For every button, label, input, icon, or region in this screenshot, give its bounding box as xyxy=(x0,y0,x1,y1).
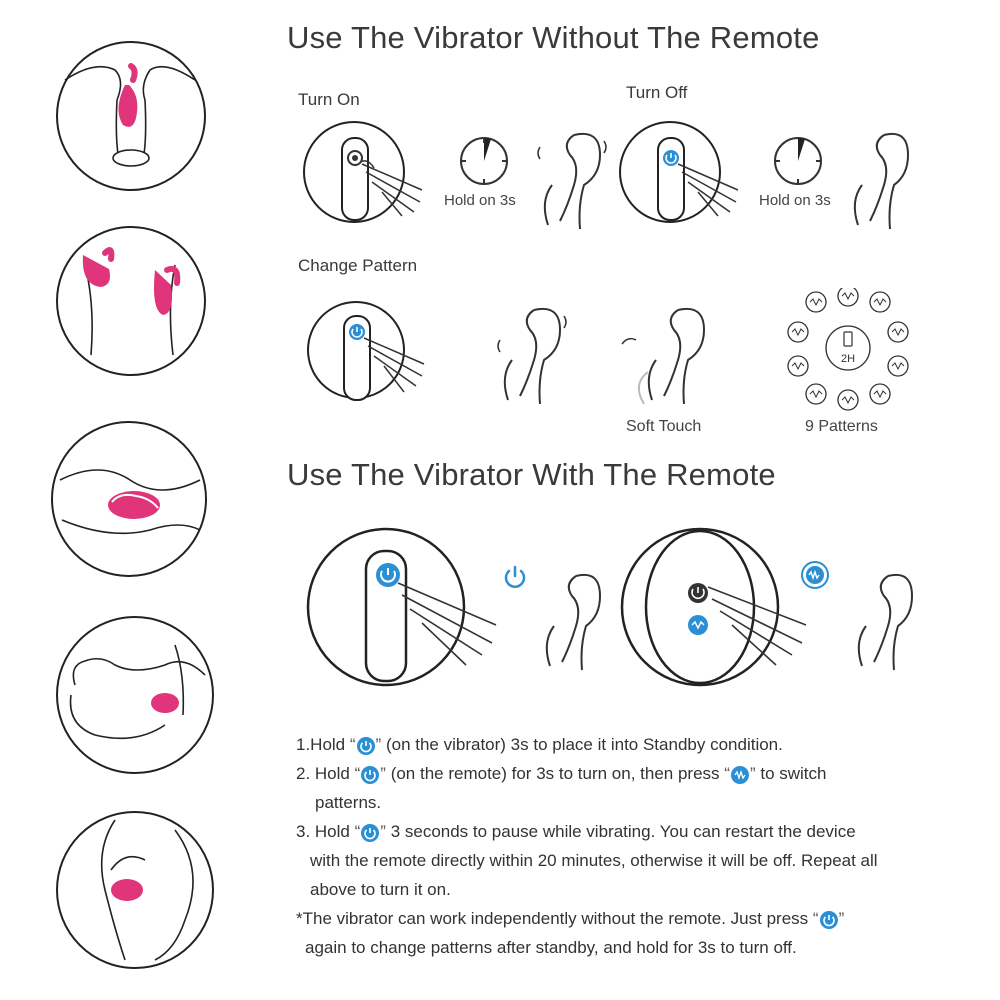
hold-on-label-2: Hold on 3s xyxy=(759,192,831,209)
instructions-block: 1.Hold “” (on the vibrator) 3s to place … xyxy=(296,730,878,962)
power-icon xyxy=(819,910,838,929)
turn-off-device-button-illustration xyxy=(618,120,758,235)
power-icon xyxy=(361,823,380,842)
instruction-note-text: *The vibrator can work independently wit… xyxy=(296,909,809,928)
instruction-line-3: 3. Hold “” 3 seconds to pause while vibr… xyxy=(296,822,856,842)
instruction-3-prefix: 3. Hold xyxy=(296,822,350,841)
instruction-2-prefix: 2. Hold xyxy=(296,764,350,783)
vibrator-device-icon xyxy=(494,300,574,415)
instruction-line-3-cont-2: above to turn it on. xyxy=(310,880,451,899)
usage-illustration-5 xyxy=(55,810,215,970)
wave-pattern-icon xyxy=(800,560,830,595)
instruction-note-cont: again to change patterns after standby, … xyxy=(305,938,797,957)
instruction-2-text-end: to switch xyxy=(760,764,827,783)
soft-touch-label: Soft Touch xyxy=(626,418,702,435)
usage-illustration-1 xyxy=(55,40,207,192)
vibrator-device-icon xyxy=(852,566,922,681)
instruction-line-3-cont-1: with the remote directly within 20 minut… xyxy=(310,851,878,870)
instruction-note: *The vibrator can work independently wit… xyxy=(296,909,845,929)
change-pattern-device-button-illustration xyxy=(306,300,446,415)
usage-illustration-3 xyxy=(50,420,208,578)
instruction-line-2: 2. Hold “” (on the remote) for 3s to tur… xyxy=(296,764,827,784)
power-icon xyxy=(361,765,380,784)
power-icon xyxy=(356,736,375,755)
usage-illustration-2 xyxy=(55,225,207,377)
section-title-with-remote: Use The Vibrator With The Remote xyxy=(287,457,776,492)
wave-pattern-icon xyxy=(730,765,749,784)
section-title-without-remote: Use The Vibrator Without The Remote xyxy=(287,20,820,55)
instruction-1-text: (on the vibrator) 3s to place it into St… xyxy=(385,735,783,754)
instruction-1-prefix: 1.Hold xyxy=(296,735,346,754)
power-icon xyxy=(500,562,530,597)
instruction-line-1: 1.Hold “” (on the vibrator) 3s to place … xyxy=(296,735,783,755)
instruction-2-text: (on the remote) for 3s to turn on, then … xyxy=(390,764,720,783)
vibrator-device-icon xyxy=(534,125,614,240)
timer-dial-icon xyxy=(772,135,824,192)
soft-touch-illustration xyxy=(618,300,718,417)
usage-illustration-4 xyxy=(55,615,215,775)
turn-off-label: Turn Off xyxy=(626,83,688,102)
instruction-line-2-cont: patterns. xyxy=(315,793,382,812)
vibrator-device-icon xyxy=(540,566,610,681)
vibrator-device-icon xyxy=(848,125,918,240)
turn-on-device-button-illustration xyxy=(302,120,442,235)
remote-control-button-illustration xyxy=(620,525,850,695)
turn-on-label: Turn On xyxy=(298,90,360,109)
nine-patterns-label: 9 Patterns xyxy=(805,418,878,435)
nine-patterns-timer-label: 2H xyxy=(841,353,855,365)
remote-vibrator-button-illustration xyxy=(306,525,536,695)
change-pattern-label: Change Pattern xyxy=(298,256,418,275)
hold-on-label-1: Hold on 3s xyxy=(444,192,516,209)
instruction-3-text: 3 seconds to pause while vibrating. You … xyxy=(390,822,856,841)
timer-dial-icon xyxy=(458,135,510,192)
nine-patterns-diagram: 2H xyxy=(786,285,910,417)
